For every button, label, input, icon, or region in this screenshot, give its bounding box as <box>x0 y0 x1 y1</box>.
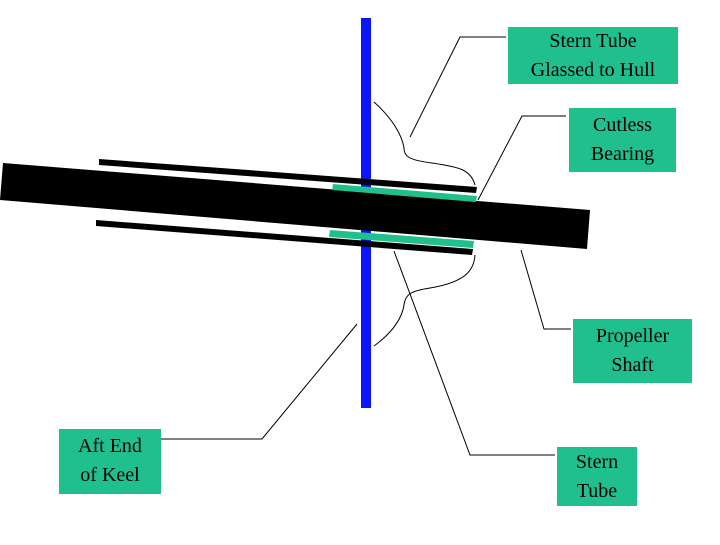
leader-line-propeller <box>520 249 571 330</box>
label-stern-tube-line1: Stern <box>575 451 619 473</box>
label-stern-tube-line2: Tube <box>576 480 618 502</box>
label-cutless-bearing-line1: Cutless <box>593 114 652 136</box>
leader-line-stern-tube <box>393 250 555 456</box>
cutless-bearing-upper <box>332 184 477 202</box>
label-aft-end-of-keel: Aft End of Keel <box>59 429 161 494</box>
propeller-shaft <box>0 163 590 249</box>
leader-line-aft-keel <box>161 323 358 440</box>
leader-line-glassed <box>409 36 506 138</box>
label-propeller-shaft-line1: Propeller <box>595 325 670 347</box>
label-propeller-shaft: Propeller Shaft <box>573 319 692 383</box>
label-propeller-shaft-line2: Shaft <box>611 354 654 376</box>
label-stern-tube-glassed: Stern Tube Glassed to Hull <box>508 27 678 84</box>
stern-tube-upper-wall <box>99 159 477 193</box>
leader-line-cutless <box>477 115 566 201</box>
glass-fillet-outline <box>373 101 476 347</box>
label-aft-end-of-keel-line2: of Keel <box>80 464 140 486</box>
label-cutless-bearing-line2: Bearing <box>590 143 655 165</box>
stern-tube-lower-wall <box>96 220 473 255</box>
label-stern-tube-glassed-line2: Glassed to Hull <box>530 59 656 81</box>
label-cutless-bearing: Cutless Bearing <box>569 108 676 172</box>
label-stern-tube-glassed-line1: Stern Tube <box>549 30 637 52</box>
label-stern-tube: Stern Tube <box>557 447 637 506</box>
label-aft-end-of-keel-line1: Aft End <box>78 435 142 457</box>
cutless-bearing-lower <box>329 230 474 248</box>
